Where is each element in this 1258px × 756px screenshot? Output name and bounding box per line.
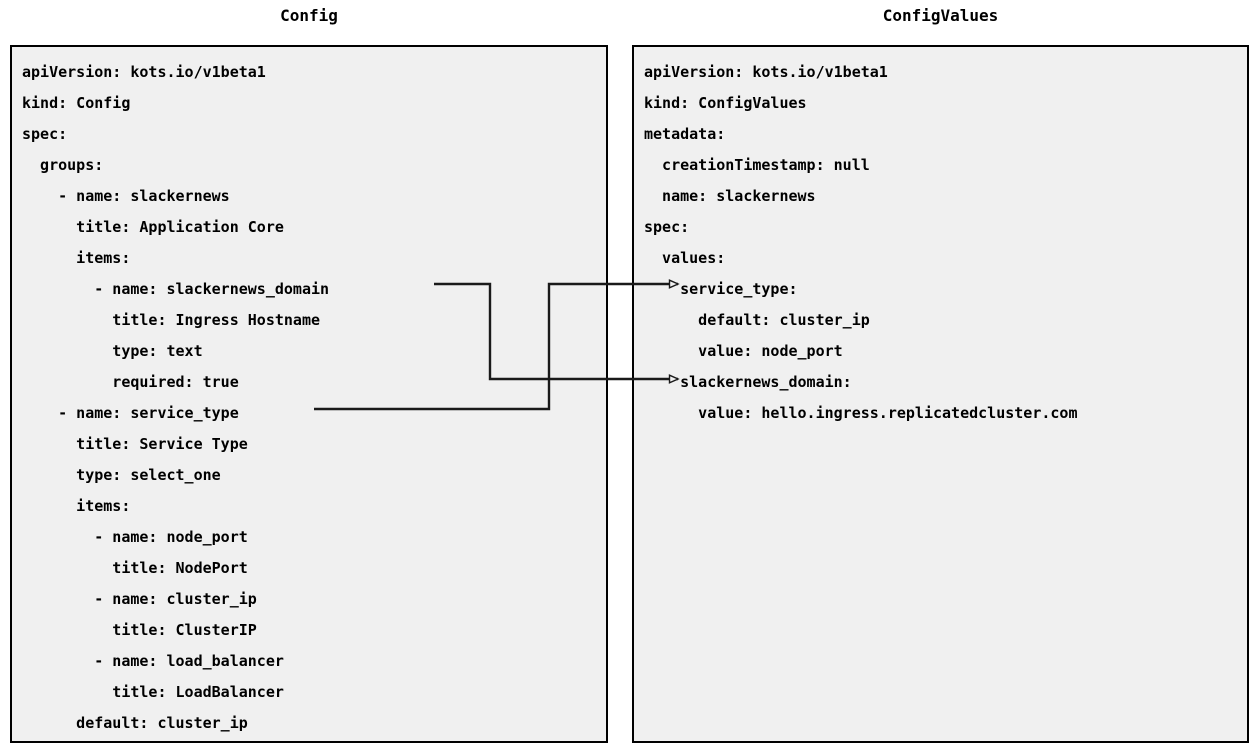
- configvalues-yaml-line: default: cluster_ip: [644, 311, 870, 329]
- config-yaml-line: - name: load_balancer: [22, 652, 284, 670]
- config-yaml-line: type: text: [22, 342, 203, 360]
- config-yaml-line: type: select_one: [22, 466, 221, 484]
- configvalues-yaml-line: kind: ConfigValues: [644, 94, 807, 112]
- config-yaml-line: title: Application Core: [22, 218, 284, 236]
- config-yaml-line: title: LoadBalancer: [22, 683, 284, 701]
- configvalues-panel: apiVersion: kots.io/v1beta1 kind: ConfigV…: [632, 45, 1249, 743]
- configvalues-yaml-line: creationTimestamp: null: [644, 156, 870, 174]
- config-yaml-line: - name: service_type: [22, 404, 239, 422]
- config-yaml-line: apiVersion: kots.io/v1beta1: [22, 63, 266, 81]
- configvalues-panel-title: ConfigValues: [882, 6, 999, 25]
- config-yaml-line: items:: [22, 497, 131, 515]
- configvalues-yaml-line: values:: [644, 249, 726, 267]
- config-yaml-line: groups:: [22, 156, 104, 174]
- config-yaml-line: - name: cluster_ip: [22, 590, 257, 608]
- config-yaml-line: items:: [22, 249, 131, 267]
- config-yaml-line: title: Service Type: [22, 435, 248, 453]
- configvalues-yaml-line: value: node_port: [644, 342, 843, 360]
- config-yaml-line: - name: slackernews: [22, 187, 230, 205]
- config-yaml-line: kind: Config: [22, 94, 131, 112]
- configvalues-yaml-line: value: hello.ingress.replicatedcluster.c…: [644, 404, 1078, 422]
- configvalues-yaml-line: apiVersion: kots.io/v1beta1: [644, 63, 888, 81]
- configvalues-yaml-line: spec:: [644, 218, 690, 236]
- config-panel: apiVersion: kots.io/v1beta1 kind: Config s…: [10, 45, 608, 743]
- config-yaml-line: title: Ingress Hostname: [22, 311, 321, 329]
- configvalues-yaml-code: apiVersion: kots.io/v1beta1 kind: ConfigV…: [644, 57, 1243, 429]
- configvalues-yaml-line: name: slackernews: [644, 187, 816, 205]
- config-yaml-line: - name: node_port: [22, 528, 248, 546]
- config-yaml-line: title: NodePort: [22, 559, 248, 577]
- configvalues-yaml-line: slackernews_domain:: [644, 373, 852, 391]
- configvalues-yaml-line: metadata:: [644, 125, 726, 143]
- configvalues-yaml-line: service_type:: [644, 280, 798, 298]
- config-panel-title: Config: [280, 6, 338, 25]
- config-yaml-code: apiVersion: kots.io/v1beta1 kind: Config s…: [22, 57, 602, 739]
- config-yaml-line: spec:: [22, 125, 68, 143]
- config-yaml-line: - name: slackernews_domain: [22, 280, 330, 298]
- config-yaml-line: title: ClusterIP: [22, 621, 257, 639]
- config-yaml-line: default: cluster_ip: [22, 714, 248, 732]
- config-yaml-line: required: true: [22, 373, 239, 391]
